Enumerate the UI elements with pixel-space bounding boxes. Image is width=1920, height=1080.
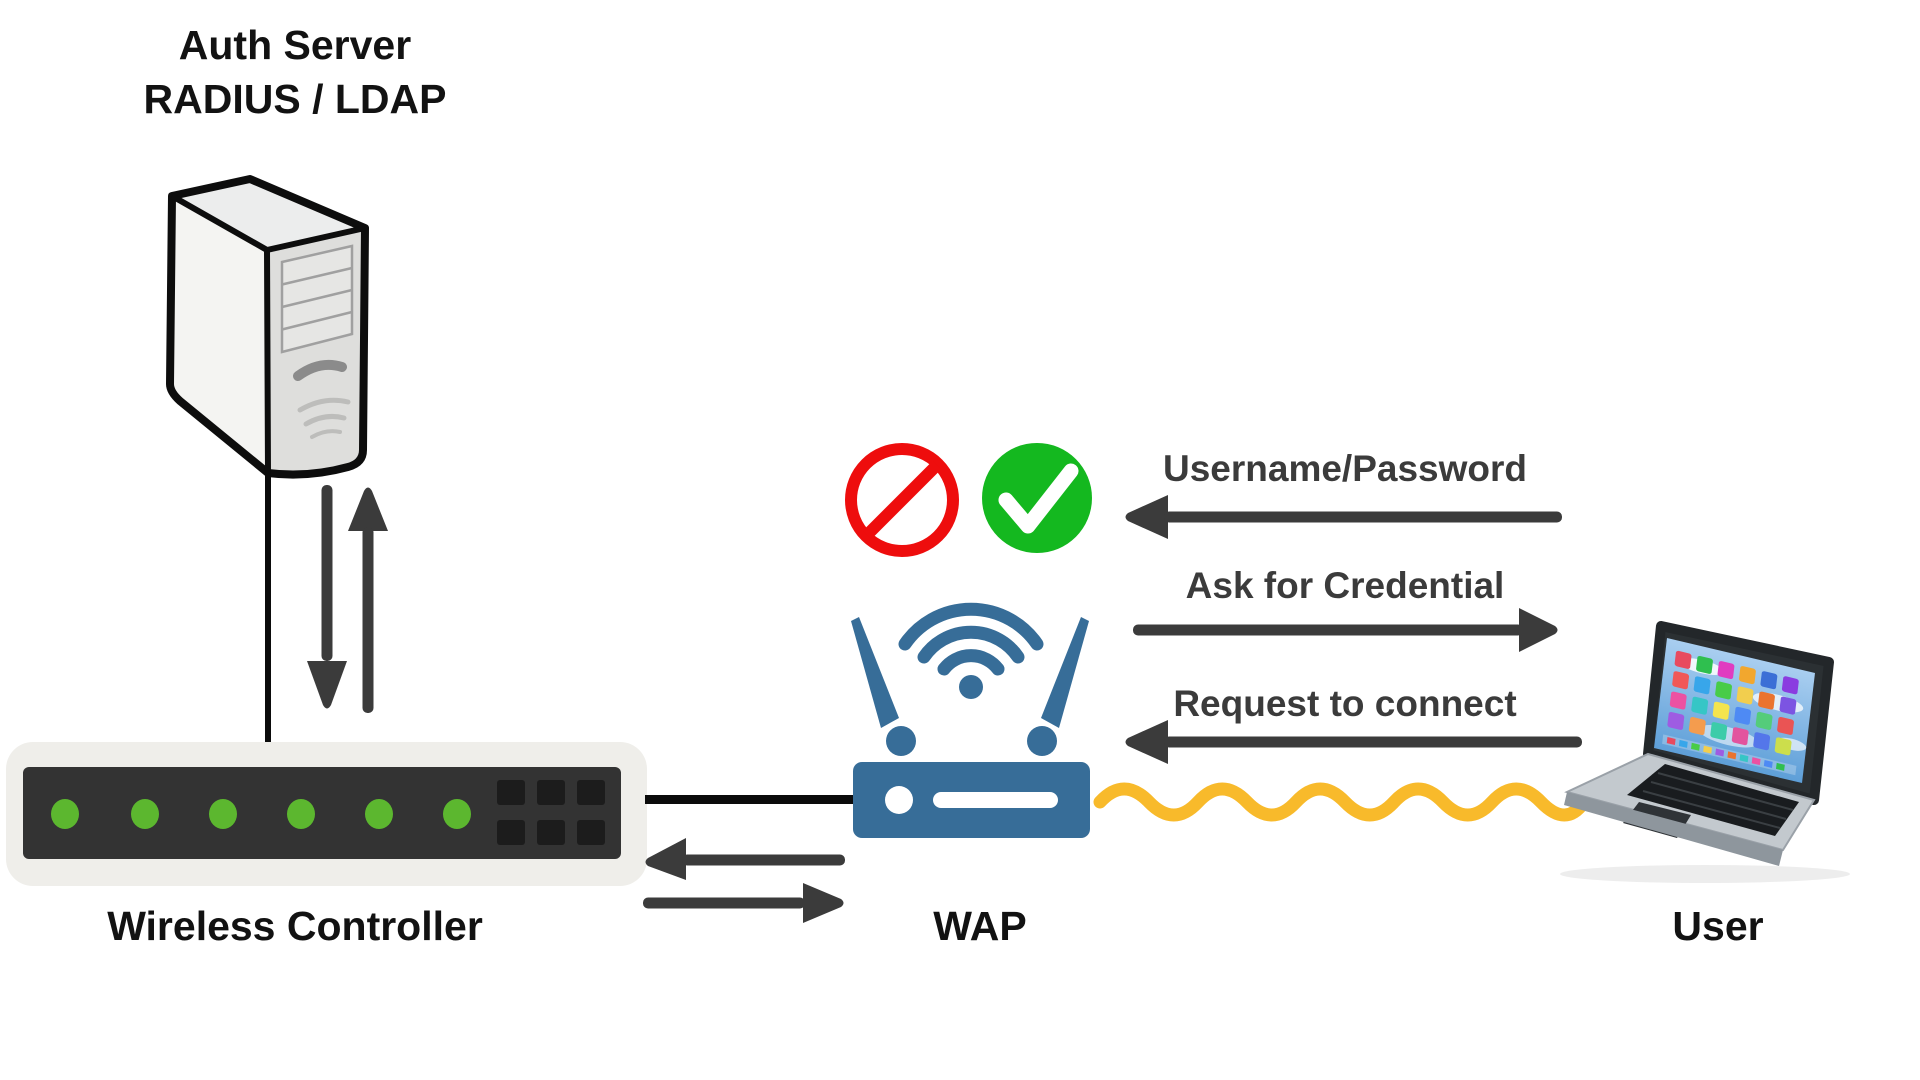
message-ask-for-credential: Ask for Credential (1185, 565, 1505, 606)
controller-wap-arrows (643, 838, 845, 923)
wireless-link-squiggle (1093, 782, 1591, 822)
server-edges (170, 193, 366, 474)
right-antenna (1041, 617, 1089, 728)
server-top-face (172, 179, 365, 250)
router-light (885, 786, 913, 814)
wireless-controller-label: Wireless Controller (107, 903, 483, 949)
no-entry-icon (845, 443, 959, 557)
auth-server-sublabel: RADIUS / LDAP (143, 76, 447, 122)
right-arrow-icon (643, 897, 805, 909)
controller-wap-cable (645, 795, 857, 804)
wifi-dot (959, 675, 983, 699)
switch-faceplate (23, 767, 621, 859)
keyboard-rows (1642, 772, 1794, 829)
server-vent (293, 359, 347, 381)
switch-led-lights (51, 799, 471, 829)
server-drive-bays (280, 244, 354, 354)
server-outline (166, 175, 369, 479)
laptop-screen (1654, 638, 1815, 783)
left-antenna-base (886, 726, 916, 756)
ask-for-credential-arrow (1133, 608, 1558, 652)
down-arrowhead-icon (307, 661, 347, 709)
server-left-face (170, 196, 268, 473)
switch-ports (497, 780, 605, 845)
auth-server-label: Auth Server (178, 22, 412, 68)
laptop-icon (1560, 621, 1850, 883)
tower-server-icon (166, 175, 369, 479)
right-arrowhead-icon (1519, 608, 1558, 652)
laptop-shadow (1560, 865, 1850, 883)
right-antenna-base (1027, 726, 1057, 756)
request-to-connect-arrow (1125, 720, 1582, 764)
laptop-front-edge (1564, 792, 1783, 866)
user-label: User (1672, 903, 1764, 949)
message-request-to-connect: Request to connect (1173, 683, 1517, 724)
server-controller-arrows (307, 485, 388, 713)
wap-label: WAP (933, 903, 1027, 949)
up-arrow-icon (362, 527, 374, 713)
network-switch-icon (6, 742, 647, 886)
server-base-vents (297, 397, 351, 439)
app-icon-grid (1667, 650, 1799, 756)
down-arrow-icon (321, 485, 333, 661)
left-arrowhead-icon (645, 838, 686, 880)
left-arrow-icon (682, 854, 845, 866)
up-arrowhead-icon (348, 487, 388, 531)
message-username-password: Username/Password (1162, 448, 1527, 489)
left-arrowhead-icon (1125, 720, 1168, 764)
green-check-icon (982, 443, 1092, 553)
left-antenna (851, 617, 899, 728)
username-password-arrow (1125, 495, 1562, 539)
right-arrowhead-icon (803, 883, 844, 923)
server-controller-cable (265, 470, 271, 746)
router-slot (933, 792, 1058, 808)
wireless-access-point-icon (851, 602, 1090, 838)
dock-icons (1666, 737, 1785, 771)
left-arrowhead-icon (1125, 495, 1168, 539)
wifi-signal-icon (898, 602, 1044, 676)
